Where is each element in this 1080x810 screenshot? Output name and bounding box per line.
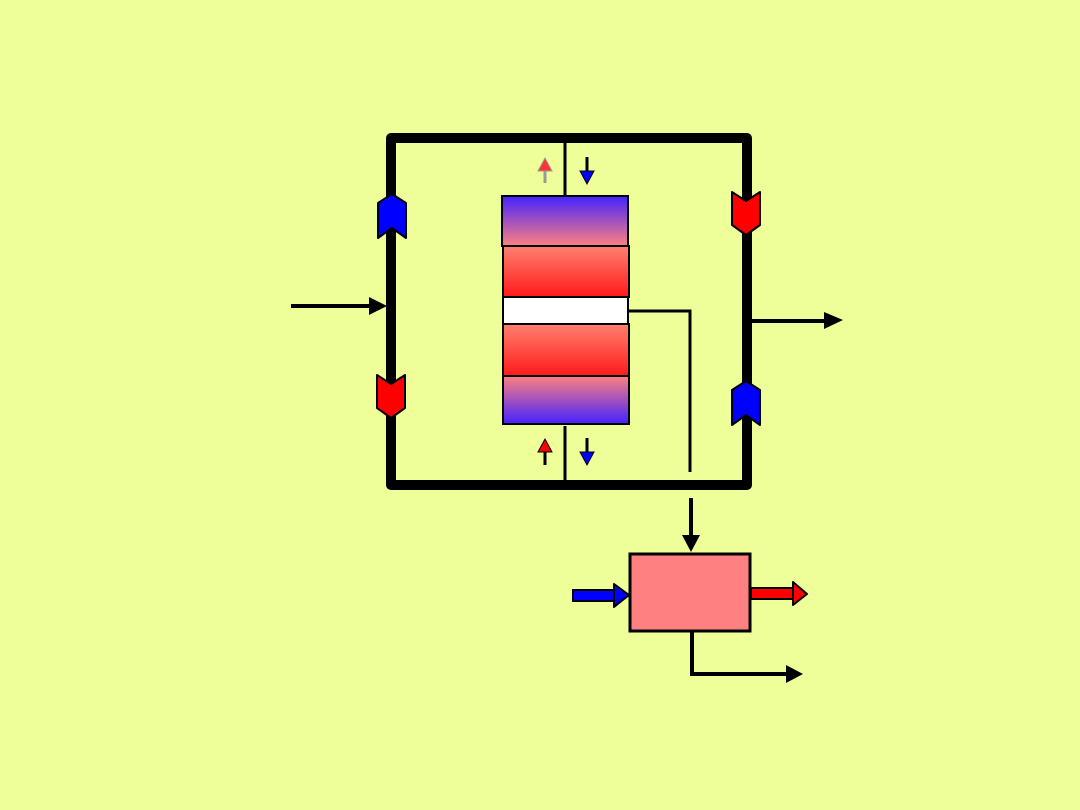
valve-up-cold-icon (377, 193, 407, 239)
right-outlet-arrow-icon (752, 312, 843, 329)
bottom-down-arrow-icon (579, 438, 595, 467)
top-up-arrow-icon (537, 156, 553, 183)
central-stack (501, 195, 630, 425)
left-inlet-arrow-icon (291, 297, 387, 315)
cold-inlet-arrow-icon (572, 583, 630, 608)
stack-layer-bottom-gradient (502, 375, 630, 425)
bottom-up-arrow-icon (537, 437, 553, 465)
main-frame (386, 133, 752, 490)
valve-down-hot-icon (376, 374, 406, 419)
bottom-unit-box (628, 552, 752, 633)
bottom-outlet-arrow-icon (690, 631, 803, 683)
stack-layer-top-gradient (501, 195, 629, 247)
valve-down-hot-icon-right (731, 191, 761, 236)
down-feed-arrow-icon (682, 498, 700, 552)
hot-outlet-arrow-icon (750, 581, 808, 606)
stack-layer-upper-red (502, 245, 630, 298)
outlet-line (628, 309, 692, 472)
top-down-arrow-icon (579, 157, 595, 186)
stack-layer-insulation (502, 296, 629, 325)
stack-layer-lower-red (502, 323, 630, 377)
valve-up-cold-icon-right (731, 380, 761, 426)
